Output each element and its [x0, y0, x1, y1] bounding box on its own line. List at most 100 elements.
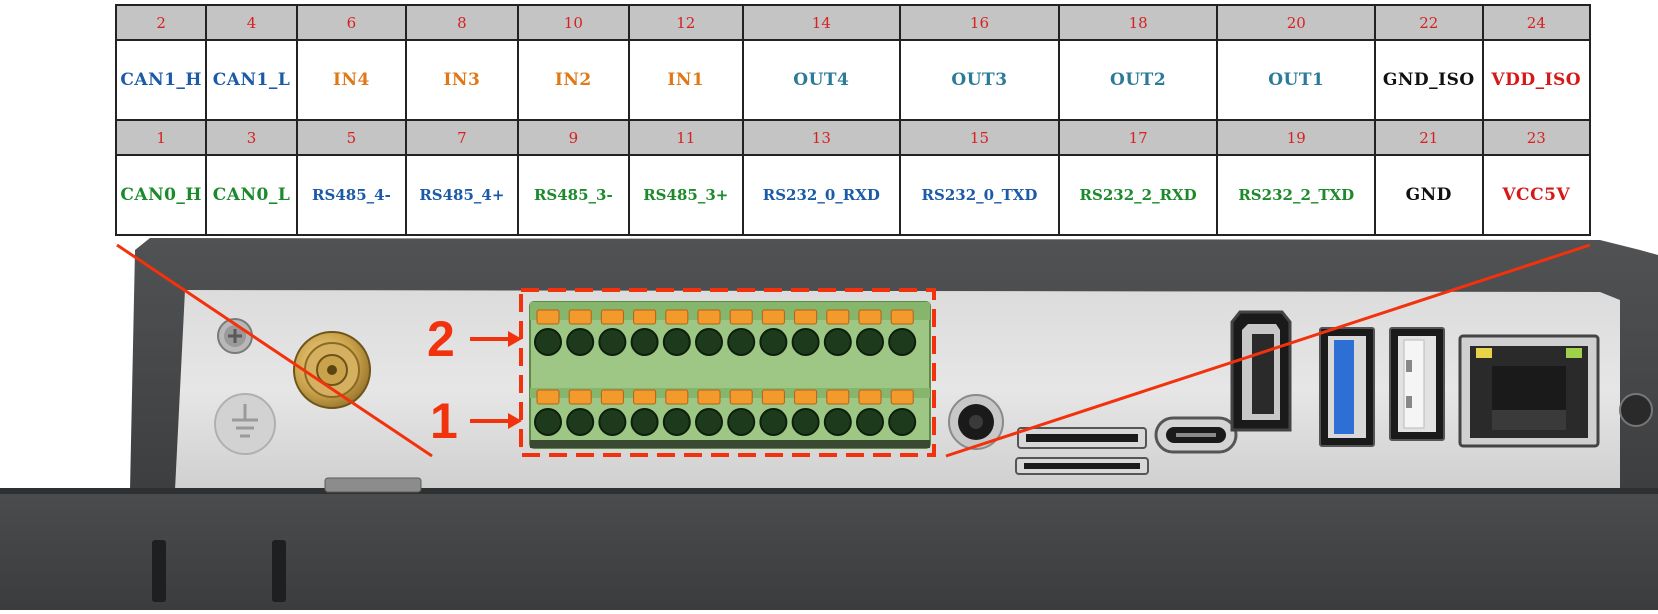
pin-signal-cell: RS485_3+ [628, 154, 744, 236]
pin-number-cell: 8 [405, 4, 519, 41]
pin-number-cell: 20 [1216, 4, 1377, 41]
usb2-port-icon [1389, 327, 1445, 441]
pin-number-cell: 22 [1374, 4, 1484, 41]
ground-symbol-icon [214, 393, 276, 455]
terminal-release-tab [890, 389, 914, 405]
terminal-wire-hole [630, 408, 659, 436]
pin-number-cell: 2 [114, 4, 208, 41]
terminal-release-tab [826, 309, 850, 325]
pin-number-cell: 6 [295, 4, 408, 41]
terminal-wire-hole [856, 328, 884, 356]
pin-number-cell: 3 [205, 119, 298, 156]
pin-signal-cell: OUT4 [741, 39, 902, 121]
terminal-release-tab [729, 389, 753, 405]
terminal-release-tab [633, 309, 657, 325]
pin-signal-cell: CAN1_L [205, 39, 298, 121]
terminal-wire-hole [534, 408, 562, 436]
terminal-release-tab [858, 389, 882, 405]
pin-signal-cell: GND [1374, 154, 1484, 236]
ethernet-port-icon [1458, 334, 1600, 448]
pin-number-cell: 23 [1481, 119, 1591, 156]
pin-signal-cell: VDD_ISO [1481, 39, 1591, 121]
hdmi-port-icon [1230, 310, 1292, 432]
pin-signal-cell: OUT1 [1216, 39, 1377, 121]
row-1-label: 1 [430, 393, 458, 449]
pin-number-cell: 12 [628, 4, 744, 41]
terminal-release-tab [665, 309, 689, 325]
terminal-release-tab [600, 309, 624, 325]
terminal-release-tab [536, 389, 560, 405]
pin-number-cell: 11 [628, 119, 744, 156]
terminal-wire-hole [791, 408, 820, 436]
pin-signal-cell: RS232_0_TXD [899, 154, 1060, 236]
pin-signal-cell: RS232_2_RXD [1057, 154, 1219, 236]
terminal-release-tab [729, 309, 753, 325]
terminal-release-tab [600, 389, 624, 405]
terminal-wire-hole [856, 408, 884, 436]
pin-signal-cell: IN2 [516, 39, 631, 121]
connector-highlight [519, 288, 936, 457]
pin-number-cell: 5 [295, 119, 408, 156]
terminal-wire-hole [630, 328, 659, 356]
pin-number-cell: 18 [1057, 4, 1219, 41]
pin-number-cell: 10 [516, 4, 631, 41]
pin-signal-cell: GND_ISO [1374, 39, 1484, 121]
pin-number-cell: 9 [516, 119, 631, 156]
terminal-release-tab [794, 309, 818, 325]
usb-c-port-icon [1154, 416, 1238, 454]
terminal-release-tab [568, 389, 592, 405]
terminal-wire-hole [759, 328, 788, 356]
terminal-wire-hole [888, 408, 917, 436]
sd-card-slot-icon [1015, 427, 1149, 475]
pin-number-cell: 7 [405, 119, 519, 156]
terminal-release-tab [697, 309, 721, 325]
pin-number-cell: 1 [114, 119, 208, 156]
pin-signal-cell: IN3 [405, 39, 519, 121]
vent-slot [152, 540, 166, 602]
terminal-wire-hole [598, 408, 627, 436]
audio-jack-icon [948, 394, 1004, 450]
pin-signal-cell: RS485_4+ [405, 154, 519, 236]
terminal-wire-hole [727, 328, 756, 356]
terminal-release-tab [761, 309, 785, 325]
terminal-wire-hole [823, 328, 852, 356]
sim-slot [324, 477, 422, 493]
row-2-label: 2 [427, 311, 455, 367]
row-1-arrow-icon [470, 413, 522, 429]
terminal-release-tab [890, 309, 914, 325]
terminal-release-tab [858, 309, 882, 325]
terminal-wire-hole [566, 328, 595, 356]
ground-screw-icon [217, 318, 253, 354]
terminal-wire-hole [695, 328, 723, 356]
vent-slot [272, 540, 286, 602]
terminal-wire-hole [888, 328, 917, 356]
terminal-wire-hole [662, 328, 691, 356]
pin-number-cell: 15 [899, 119, 1060, 156]
terminal-wire-hole [791, 328, 820, 356]
device-base [0, 490, 1658, 610]
terminal-wire-hole [695, 408, 723, 436]
pin-signal-cell: OUT3 [899, 39, 1060, 121]
leader-line-right [945, 243, 1591, 458]
pin-signal-cell: RS485_3- [516, 154, 631, 236]
terminal-wire-hole [662, 408, 691, 436]
leader-line-left [116, 243, 433, 458]
terminal-release-tab [633, 389, 657, 405]
terminal-wire-hole [598, 328, 627, 356]
pin-signal-cell: CAN0_H [114, 154, 208, 236]
terminal-release-tab [826, 389, 850, 405]
pin-number-cell: 19 [1216, 119, 1377, 156]
pin-signal-cell: IN1 [628, 39, 744, 121]
usb3-port-icon [1319, 327, 1375, 447]
pin-signal-cell: CAN0_L [205, 154, 298, 236]
terminal-wire-hole [759, 408, 788, 436]
pin-number-cell: 24 [1481, 4, 1591, 41]
terminal-wire-hole [534, 328, 562, 356]
pin-signal-cell: VCC5V [1481, 154, 1591, 236]
